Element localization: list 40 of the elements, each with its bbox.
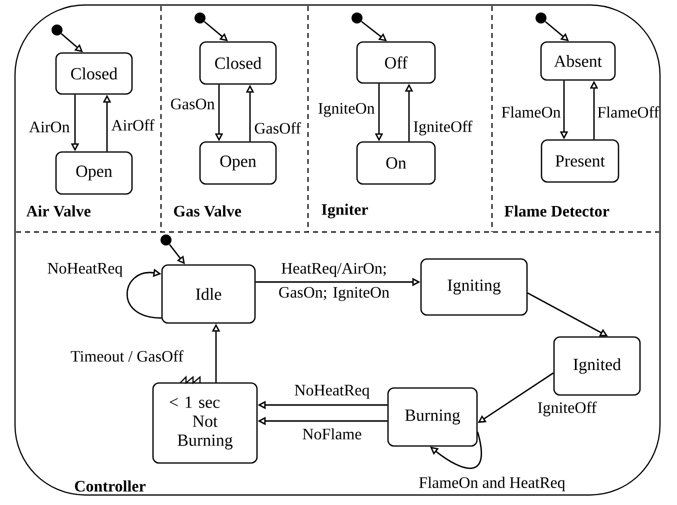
state-box: Absent bbox=[540, 41, 616, 81]
transition-arrow bbox=[60, 33, 83, 52]
initial-state-dot bbox=[194, 12, 206, 24]
state-box: Off bbox=[356, 41, 436, 84]
initial-state-dot bbox=[160, 234, 172, 246]
initial-state-dot bbox=[352, 12, 362, 24]
edge-label: IgniteOn bbox=[318, 102, 375, 118]
initial-state-dot bbox=[52, 24, 62, 36]
edge-label: AirOn bbox=[29, 122, 70, 132]
edge-label: GasOn bbox=[171, 98, 215, 110]
transition-arrow bbox=[126, 268, 162, 319]
state-box: Closed bbox=[55, 52, 133, 95]
region-label: Flame Detector bbox=[504, 205, 610, 217]
edge-label: GasOff bbox=[254, 122, 301, 134]
state-box: < 1 sec Not Burning bbox=[152, 376, 258, 464]
initial-state-dot bbox=[536, 12, 546, 24]
state-box: Ignited bbox=[553, 336, 641, 396]
edge-label: NoFlame bbox=[302, 428, 362, 440]
region-label: Air Valve bbox=[26, 205, 91, 217]
region-label: Controller bbox=[75, 480, 146, 492]
edge-label: FlameOn bbox=[502, 106, 561, 118]
edge-label: Timeout / GasOff bbox=[70, 350, 184, 362]
state-box: Open bbox=[199, 141, 277, 185]
edge-label: IgniteOff bbox=[414, 120, 472, 136]
edge-label: IgniteOff bbox=[538, 402, 597, 416]
state-box: Idle bbox=[161, 264, 256, 324]
edge-label: NoHeatReq bbox=[294, 384, 370, 399]
edge-label: HeatReq/AirOn; GasOn; IgniteOn bbox=[279, 262, 390, 302]
edge-label: NoHeatReq bbox=[48, 263, 122, 277]
state-box: Open bbox=[55, 151, 133, 195]
state-box: Present bbox=[540, 139, 620, 183]
state-box: Closed bbox=[199, 41, 277, 85]
state-box: On bbox=[356, 141, 436, 185]
state-box: Igniting bbox=[420, 258, 528, 316]
edge-label: FlameOff bbox=[598, 106, 660, 118]
state-box: Burning bbox=[387, 387, 478, 447]
region-label: Gas Valve bbox=[174, 205, 242, 217]
edge-label: FlameOn and HeatReq bbox=[419, 476, 566, 492]
edge-label: AirOff bbox=[111, 119, 154, 131]
region-label: Igniter bbox=[322, 204, 368, 218]
